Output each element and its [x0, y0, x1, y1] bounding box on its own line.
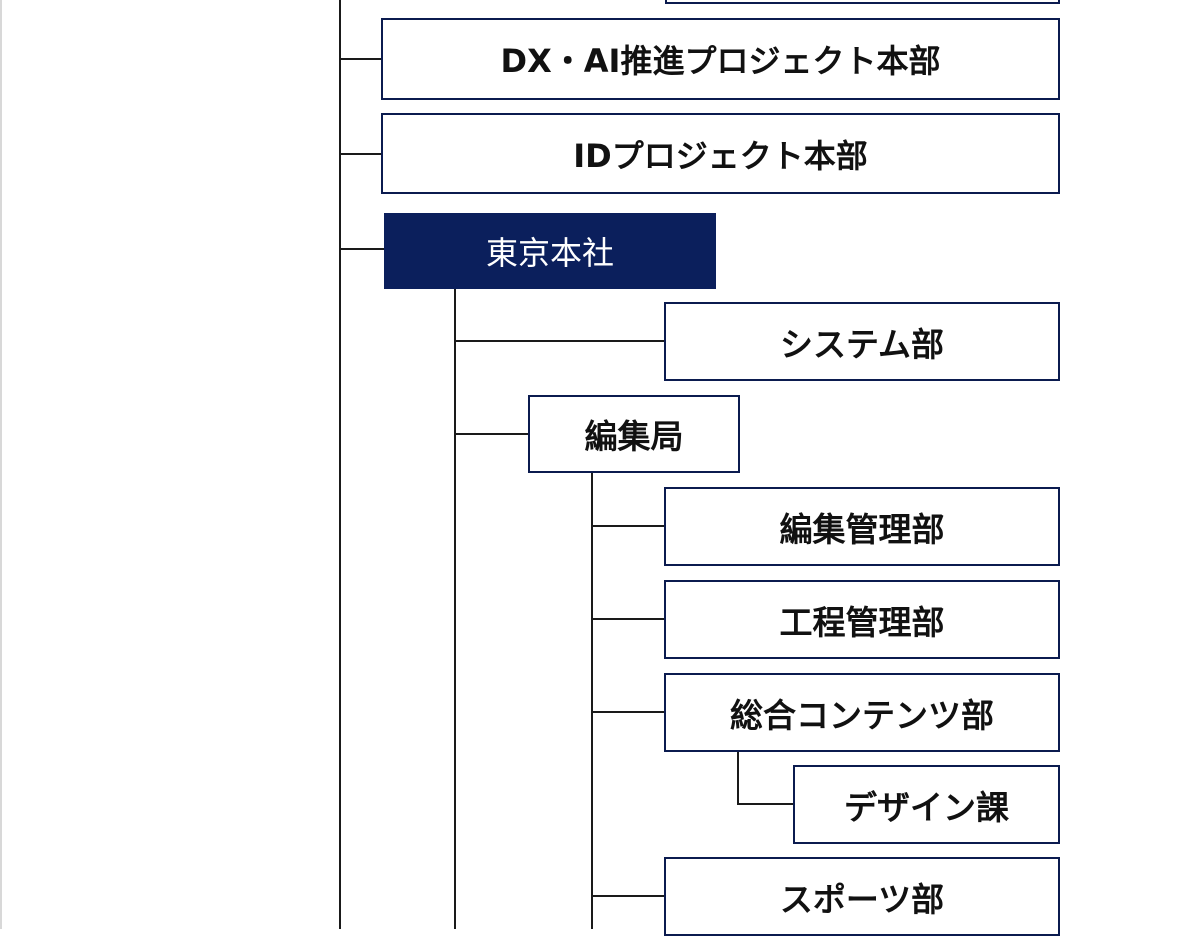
connector-editorial-management [591, 525, 666, 527]
org-unit-editorial: 編集局 [528, 395, 740, 473]
org-unit-editorial-management-label: 編集管理部 [779, 509, 945, 549]
main-trunk-line [339, 0, 341, 929]
connector-dx-ai [339, 58, 383, 60]
org-unit-general-contents: 総合コンテンツ部 [664, 673, 1060, 752]
org-unit-dx-ai-label: DX・AI推進プロジェクト本部 [500, 42, 941, 80]
connector-id-project [339, 153, 383, 155]
org-unit-tokyo-hq-label: 東京本社 [485, 234, 614, 272]
org-unit-editorial-management: 編集管理部 [664, 487, 1060, 566]
org-unit-editorial-label: 編集局 [584, 417, 684, 456]
org-unit-tokyo-hq: 東京本社 [384, 213, 716, 289]
org-unit-sports-label: スポーツ部 [779, 879, 945, 919]
org-unit-design: デザイン課 [793, 765, 1060, 844]
tokyo-hq-trunk-line [454, 288, 456, 929]
connector-editorial [454, 433, 529, 435]
org-unit-top-partial [665, 0, 1060, 4]
connector-process-management [591, 618, 666, 620]
connector-general-contents [591, 711, 666, 713]
connector-design [737, 803, 795, 805]
connector-sports [591, 895, 666, 897]
org-unit-system: システム部 [664, 302, 1060, 381]
connector-tokyo-hq [339, 248, 384, 250]
org-unit-sports: スポーツ部 [664, 857, 1060, 936]
org-unit-dx-ai: DX・AI推進プロジェクト本部 [381, 18, 1060, 100]
page-left-border [0, 0, 2, 929]
org-unit-id-project-label: IDプロジェクト本部 [573, 136, 868, 175]
org-unit-id-project: IDプロジェクト本部 [381, 113, 1060, 194]
connector-system [454, 340, 666, 342]
org-unit-design-label: デザイン課 [844, 787, 1009, 827]
org-unit-general-contents-label: 総合コンテンツ部 [730, 695, 994, 735]
editorial-trunk-line [591, 472, 593, 929]
org-unit-process-management-label: 工程管理部 [779, 602, 945, 642]
general-contents-branch-line [737, 749, 739, 804]
org-unit-system-label: システム部 [779, 324, 944, 364]
org-unit-process-management: 工程管理部 [664, 580, 1060, 659]
